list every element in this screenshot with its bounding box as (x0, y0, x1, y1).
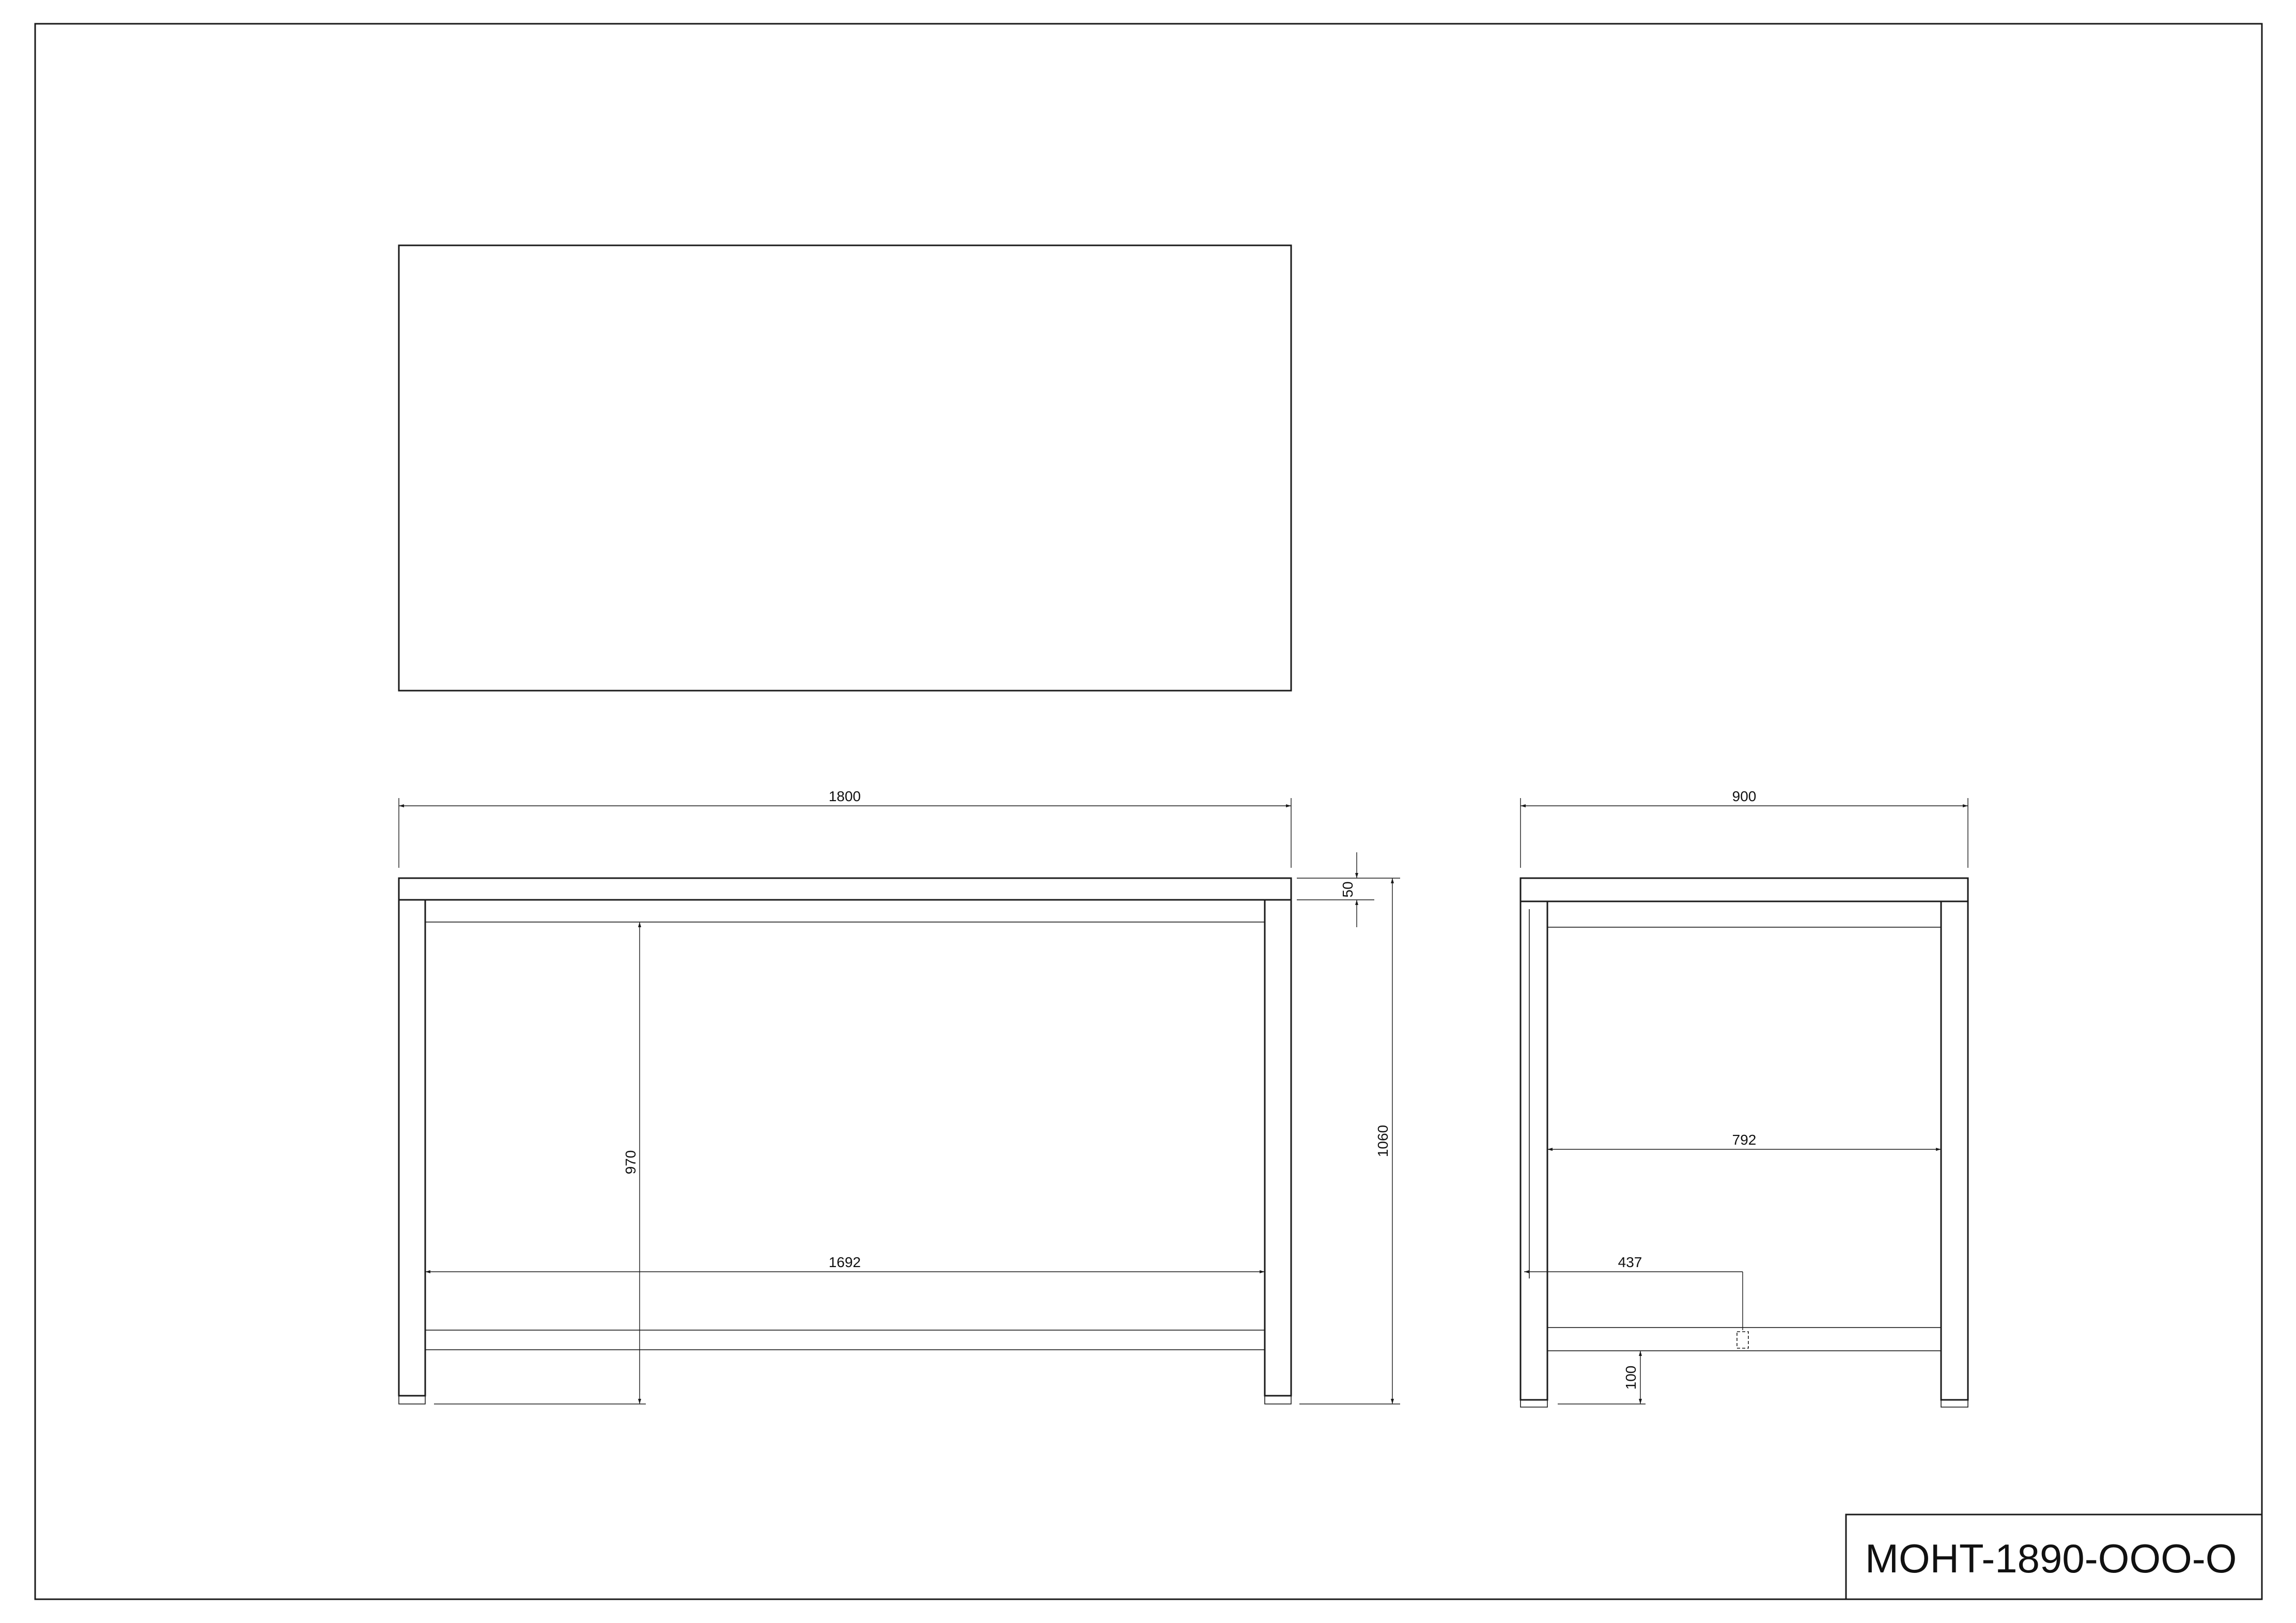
dim-overall-depth: 900 (1732, 788, 1757, 804)
side-left-leg (1519, 900, 1548, 1401)
side-tabletop (1519, 877, 1969, 902)
front-dimensions: 1800 50 1060 970 1692 (398, 788, 1400, 1404)
front-left-foot (398, 1395, 426, 1404)
front-right-foot (1264, 1395, 1292, 1404)
top-view-tabletop (398, 244, 1292, 692)
front-left-leg (398, 899, 426, 1397)
side-right-leg (1940, 900, 1969, 1401)
front-right-leg (1264, 899, 1292, 1397)
dim-inner-width: 1692 (829, 1254, 861, 1270)
front-lower-rail (425, 1330, 1265, 1350)
dim-inner-depth: 792 (1732, 1132, 1757, 1148)
side-left-foot (1520, 1399, 1548, 1408)
dim-clear-height: 970 (623, 1150, 639, 1175)
drawing-code: MOHT-1890-OOO-O (1865, 1536, 2237, 1581)
title-block: MOHT-1890-OOO-O (1845, 1513, 2263, 1600)
dim-top-thickness: 50 (1340, 881, 1356, 897)
front-upper-rail (425, 899, 1265, 923)
side-upper-rail (1547, 901, 1942, 928)
sheet-border (34, 23, 2263, 1600)
front-view (398, 877, 1292, 1404)
side-view (1519, 877, 1969, 1408)
front-tabletop (398, 877, 1292, 901)
dim-brace-offset: 437 (1618, 1254, 1642, 1270)
side-right-foot (1941, 1399, 1968, 1408)
side-lower-rail (1547, 1327, 1942, 1351)
dim-overall-height: 1060 (1375, 1125, 1391, 1157)
side-dimensions: 900 792 437 100 (1520, 788, 1968, 1404)
dim-overall-width: 1800 (829, 788, 861, 804)
side-brace-marker (1736, 1331, 1749, 1349)
dim-shelf-height: 100 (1623, 1366, 1639, 1390)
